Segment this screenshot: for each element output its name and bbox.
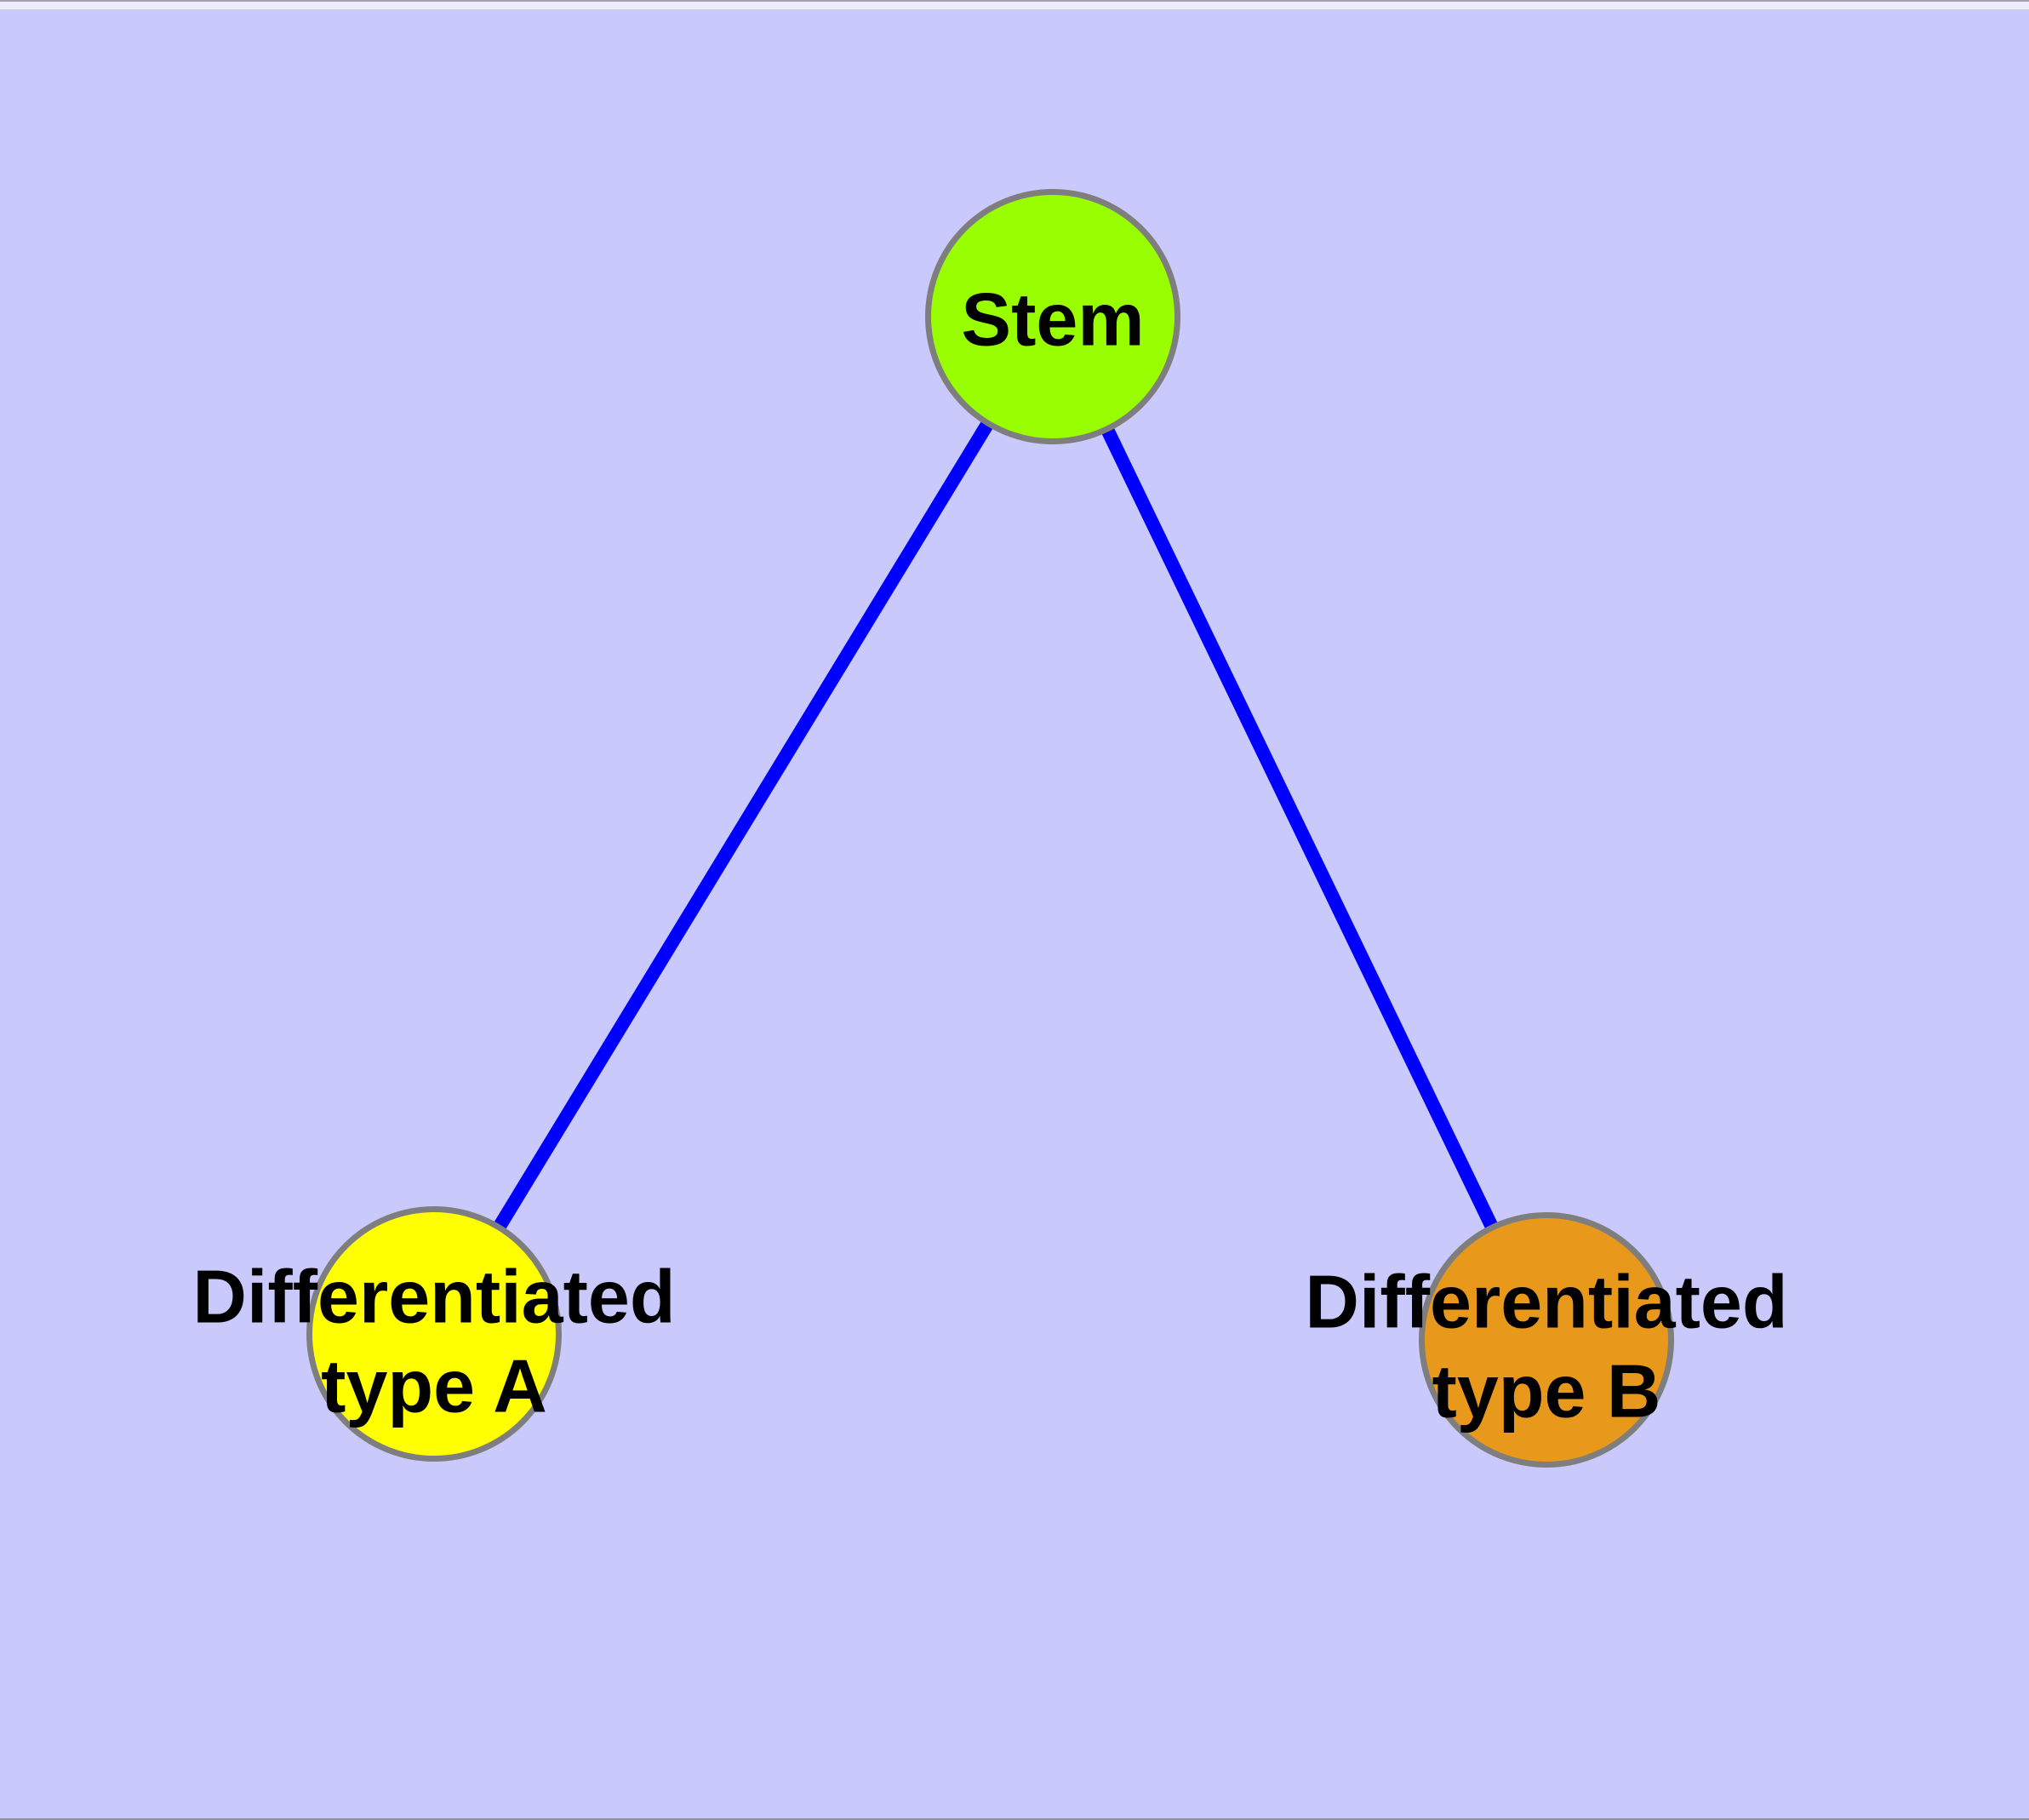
node-stem-label: Stem: [961, 277, 1145, 362]
canvas-top-edge: [0, 2, 2029, 9]
node-differentiated-type-a: [306, 1206, 562, 1462]
node-differentiated-type-a-label: Differentiated type A: [192, 1254, 676, 1428]
node-stem: [925, 189, 1180, 444]
node-differentiated-type-b-label: Differentiated type B: [1305, 1259, 1788, 1433]
edge-stem-to-type-b: [1046, 313, 1553, 1343]
edge-stem-to-type-a: [428, 312, 1059, 1338]
node-differentiated-type-b: [1419, 1212, 1674, 1468]
